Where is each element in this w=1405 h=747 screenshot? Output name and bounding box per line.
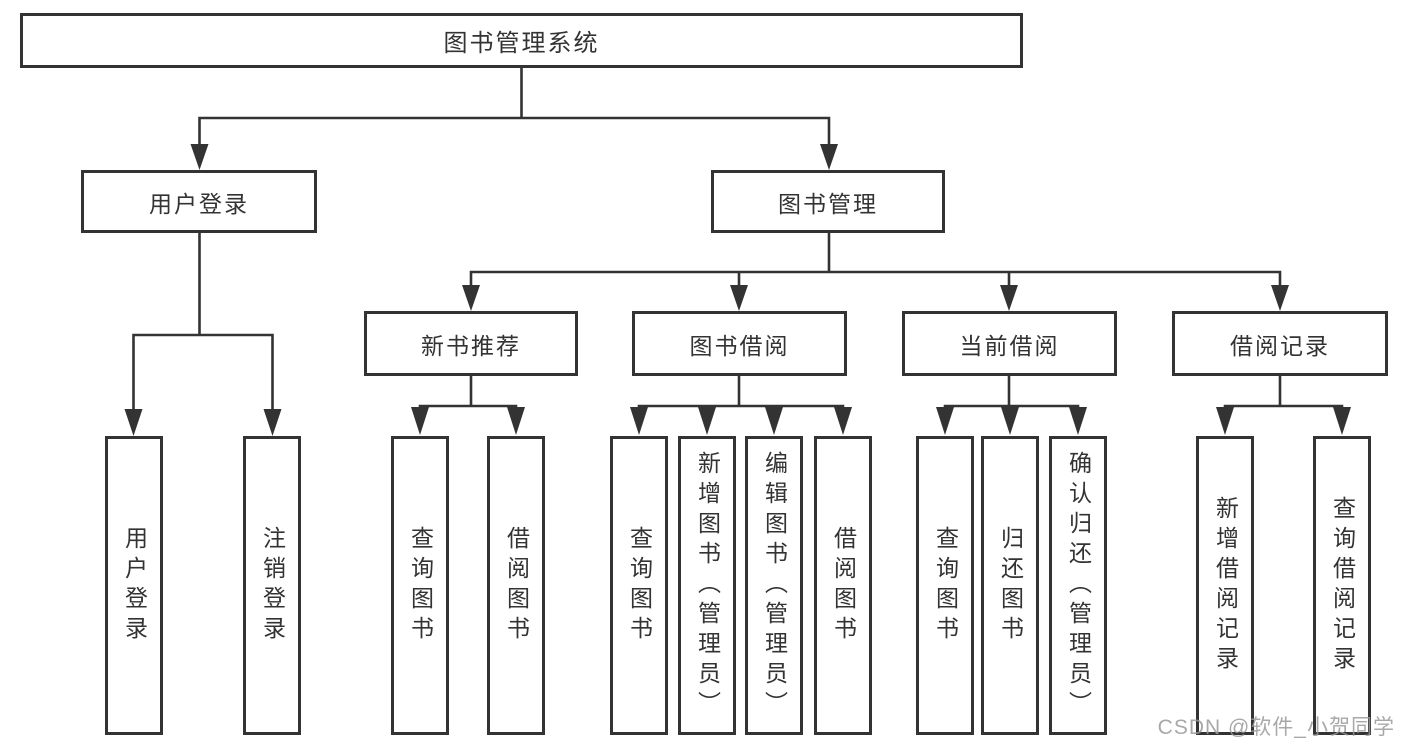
leaf-add-book-admin: 新增图书（管理员）	[678, 436, 736, 735]
connector-book-borrowing-branch	[630, 374, 852, 435]
node-book-management: 图书管理	[711, 170, 945, 233]
leaf-borrow-books: 借阅图书	[814, 436, 872, 735]
csdn-watermark: CSDN @软件_小贺同学	[1157, 716, 1395, 739]
connector-user-login-branch	[124, 231, 282, 436]
connector-current-borrowing-branch	[936, 374, 1087, 435]
leaf-logout: 注销登录	[243, 436, 301, 735]
leaf-query-borrow-record: 查询借阅记录	[1313, 436, 1371, 735]
leaf-add-borrow-record: 新增借阅记录	[1196, 436, 1254, 735]
connector-root-to-level2	[190, 66, 838, 170]
leaf-user-login: 用户登录	[105, 436, 163, 735]
leaf-edit-book-admin: 编辑图书（管理员）	[745, 436, 803, 735]
node-root-system: 图书管理系统	[20, 13, 1023, 68]
node-new-book-recommendation: 新书推荐	[364, 311, 578, 376]
node-current-borrowing: 当前借阅	[902, 311, 1117, 376]
leaf-return-books: 归还图书	[981, 436, 1039, 735]
leaf-query-books-current: 查询图书	[916, 436, 974, 735]
connector-borrowing-records-branch	[1216, 374, 1351, 435]
node-book-borrowing: 图书借阅	[632, 311, 847, 376]
leaf-query-books-borrowing: 查询图书	[610, 436, 668, 735]
connector-book-management-branch	[462, 231, 1289, 311]
leaf-confirm-return-admin: 确认归还（管理员）	[1049, 436, 1107, 735]
connector-new-book-recommendation-branch	[411, 374, 525, 435]
node-user-login: 用户登录	[81, 170, 317, 233]
leaf-query-books-recommend: 查询图书	[391, 436, 449, 735]
node-borrowing-records: 借阅记录	[1172, 311, 1388, 376]
leaf-borrow-books-recommend: 借阅图书	[487, 436, 545, 735]
